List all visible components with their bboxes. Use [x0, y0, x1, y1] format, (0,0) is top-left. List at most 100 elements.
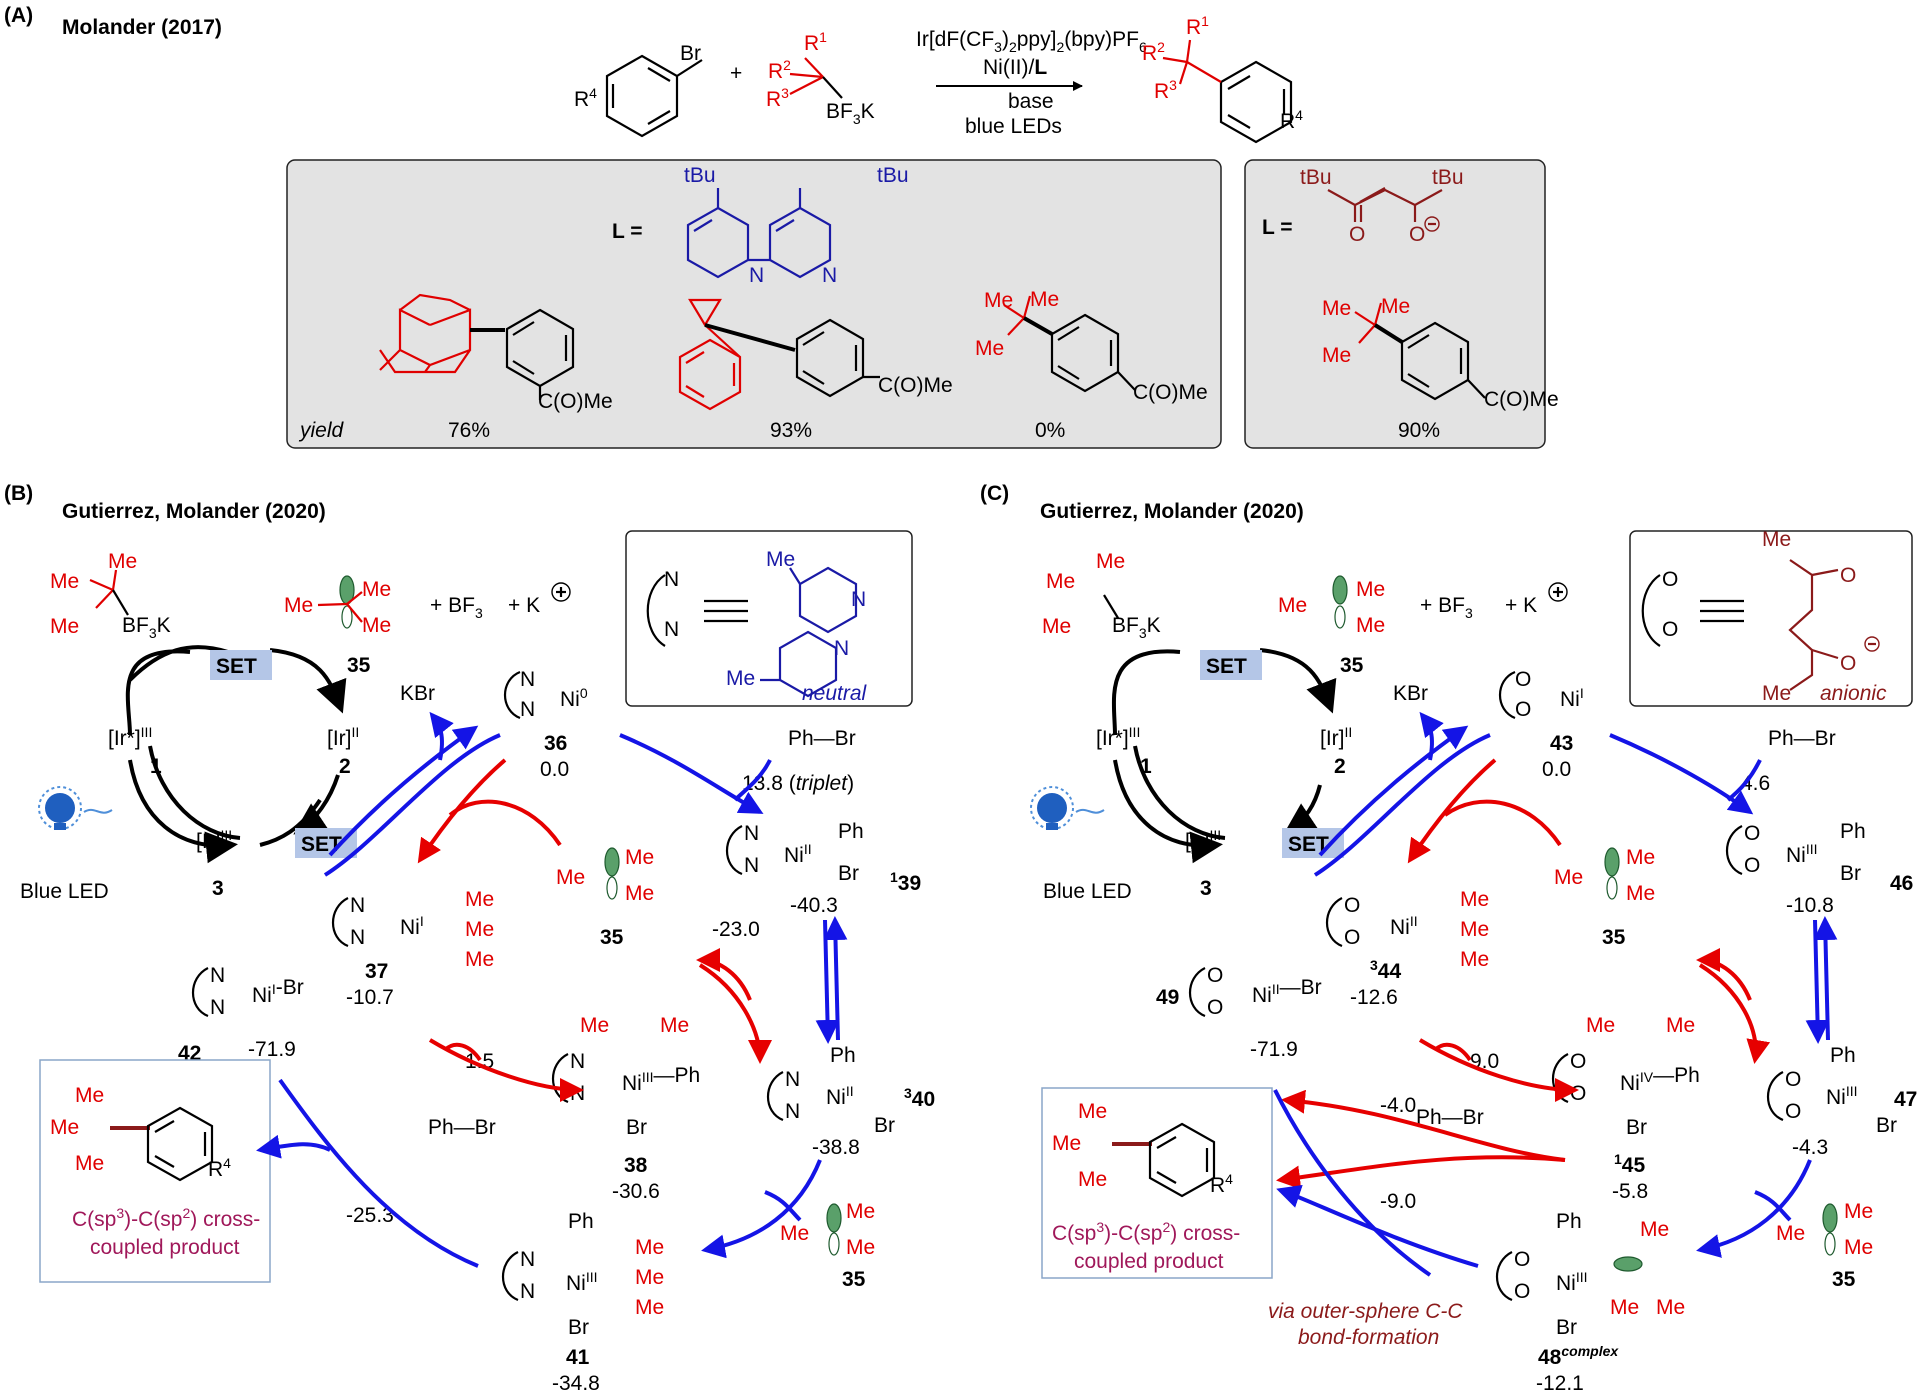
ligand-acac-box [1244, 159, 1546, 449]
b-label-38: 38 [624, 1154, 648, 1177]
svg-text:Me: Me [75, 1152, 104, 1175]
svg-text:Ph: Ph [830, 1044, 856, 1067]
c-label-44: 344 [1370, 957, 1401, 983]
svg-text:Me: Me [1356, 578, 1385, 601]
b-phbr-bottom: Ph—Br [428, 1116, 496, 1139]
alkyl-trifluoroborate-structure: R1 R2 R3 BF3K [766, 29, 875, 127]
svg-text:BF3K: BF3K [1112, 614, 1161, 641]
b-species-41: Ph N N NiIII Me Me Me Br [502, 1210, 664, 1339]
legend-c-me-bottom: Me [1762, 682, 1791, 705]
svg-text:Me: Me [1666, 1014, 1695, 1037]
b-energy-40: -38.8 [812, 1136, 860, 1159]
svg-text:NiIV—Ph: NiIV—Ph [1620, 1064, 1700, 1095]
tbu-product-box1-structure: Me Me Me C(O)Me [975, 288, 1208, 404]
b-tbu-radical-middle: Me Me Me [556, 846, 654, 905]
cyclopropyl-product-structure: C(O)Me [678, 298, 953, 411]
svg-text:Br: Br [1840, 862, 1861, 885]
yield-label: yield [298, 419, 345, 442]
adamantyl-product-structure: C(O)Me [379, 293, 613, 413]
svg-text:Br: Br [568, 1316, 589, 1339]
svg-text:Me: Me [1554, 866, 1583, 889]
b-set-bottom: SET [301, 833, 342, 856]
b-species-37: N N NiI Me Me Me [332, 888, 494, 971]
svg-text:O: O [1785, 1068, 1801, 1091]
svg-text:Me: Me [1078, 1100, 1107, 1123]
svg-text:O: O [1744, 822, 1760, 845]
svg-text:Br: Br [1626, 1116, 1647, 1139]
plus-sign: + [730, 62, 742, 85]
b-phbr-top: Ph—Br [788, 727, 856, 750]
svg-text:Me: Me [846, 1236, 875, 1259]
b-barrier-oxidative: 13.8 (triplet) [742, 772, 854, 795]
svg-text:Me: Me [1356, 614, 1385, 637]
c-energy-45: -5.8 [1612, 1180, 1648, 1203]
c-label-35-mid: 35 [1602, 926, 1626, 949]
svg-text:NiIII: NiIII [566, 1269, 598, 1295]
legend-c-me-top: Me [1762, 528, 1791, 551]
c-blue-led-label: Blue LED [1043, 880, 1132, 903]
svg-text:N: N [570, 1050, 585, 1073]
svg-text:N: N [520, 698, 535, 721]
svg-text:N: N [744, 854, 759, 877]
b-me-3: Me [50, 615, 79, 638]
b-set-box-top [210, 650, 272, 680]
svg-text:O: O [1344, 894, 1360, 917]
b-energy-37: -10.7 [346, 986, 394, 1009]
reagent-r3: R3 [766, 85, 789, 111]
panel-c-ligand-legend [1629, 530, 1913, 707]
svg-text:O: O [1570, 1082, 1586, 1105]
c-species-47: O O Ph NiIII Br [1767, 1044, 1897, 1137]
product-r3: R3 [1154, 77, 1177, 103]
b-ir3: [Ir]III [196, 827, 232, 853]
svg-text:Me: Me [625, 882, 654, 905]
svg-text:Me: Me [1626, 882, 1655, 905]
box2-me-top: Me [1381, 295, 1410, 318]
aryl-bromide-r4: R4 [574, 85, 597, 111]
svg-text:NiI-Br: NiI-Br [252, 976, 304, 1007]
c-set-top: SET [1206, 655, 1247, 678]
box2-me-left: Me [1322, 297, 1351, 320]
svg-text:Me: Me [556, 866, 585, 889]
svg-text:Ph: Ph [568, 1210, 594, 1233]
svg-text:NiIII: NiIII [1786, 841, 1818, 867]
svg-text:Me: Me [465, 888, 494, 911]
svg-text:NiII—Br: NiII—Br [1252, 976, 1322, 1007]
b-rad-me-2: Me [362, 578, 391, 601]
svg-text:Me: Me [1844, 1236, 1873, 1259]
svg-text:Me: Me [1640, 1218, 1669, 1241]
b-species-38: Me Me N N NiIII—Ph Br [552, 1014, 700, 1139]
b-energy-39: -40.3 [790, 894, 838, 917]
c-product-caption-2: coupled product [1074, 1250, 1224, 1273]
svg-text:Me: Me [75, 1084, 104, 1107]
svg-text:Me: Me [635, 1266, 664, 1289]
box1-tbu-right: tBu [877, 164, 909, 187]
legend-c-o-enolate: O [1840, 652, 1856, 675]
svg-text:Ph: Ph [1556, 1210, 1582, 1233]
yield-product-2: 93% [770, 419, 812, 442]
c-blue-led-icon [1030, 786, 1105, 830]
b-label-37: 37 [365, 960, 388, 983]
svg-text:O: O [1514, 1248, 1530, 1271]
c-species-49: O O NiII—Br [1189, 964, 1322, 1019]
svg-text:Me: Me [1460, 948, 1489, 971]
dmbpy-ligand-structure: Me Me N N [726, 548, 866, 698]
c-ir3-num: 3 [1200, 877, 1212, 900]
svg-text:N: N [520, 1248, 535, 1271]
c-species-46: O O NiIII Ph Br [1726, 820, 1866, 885]
box2-o-left: O [1349, 223, 1365, 246]
box2-product-substituent: C(O)Me [1484, 388, 1559, 411]
box1-me-top: Me [1030, 288, 1059, 311]
b-species-36: N N Ni0 [504, 668, 588, 721]
svg-text:N: N [785, 1068, 800, 1091]
ligand-bpy-box [286, 159, 1222, 449]
box1-n-right: N [822, 264, 837, 287]
svg-text:Me: Me [635, 1236, 664, 1259]
box2-tbu-left: tBu [1300, 166, 1332, 189]
b-label-41: 41 [566, 1346, 590, 1369]
b-rad-me-1: Me [284, 594, 313, 617]
svg-text:Me: Me [1042, 615, 1071, 638]
svg-text:O: O [1207, 964, 1223, 987]
b-energy-36: 0.0 [540, 758, 569, 781]
b-ir2: [Ir]II [327, 724, 359, 750]
b-ir1-num: 1 [150, 755, 162, 778]
